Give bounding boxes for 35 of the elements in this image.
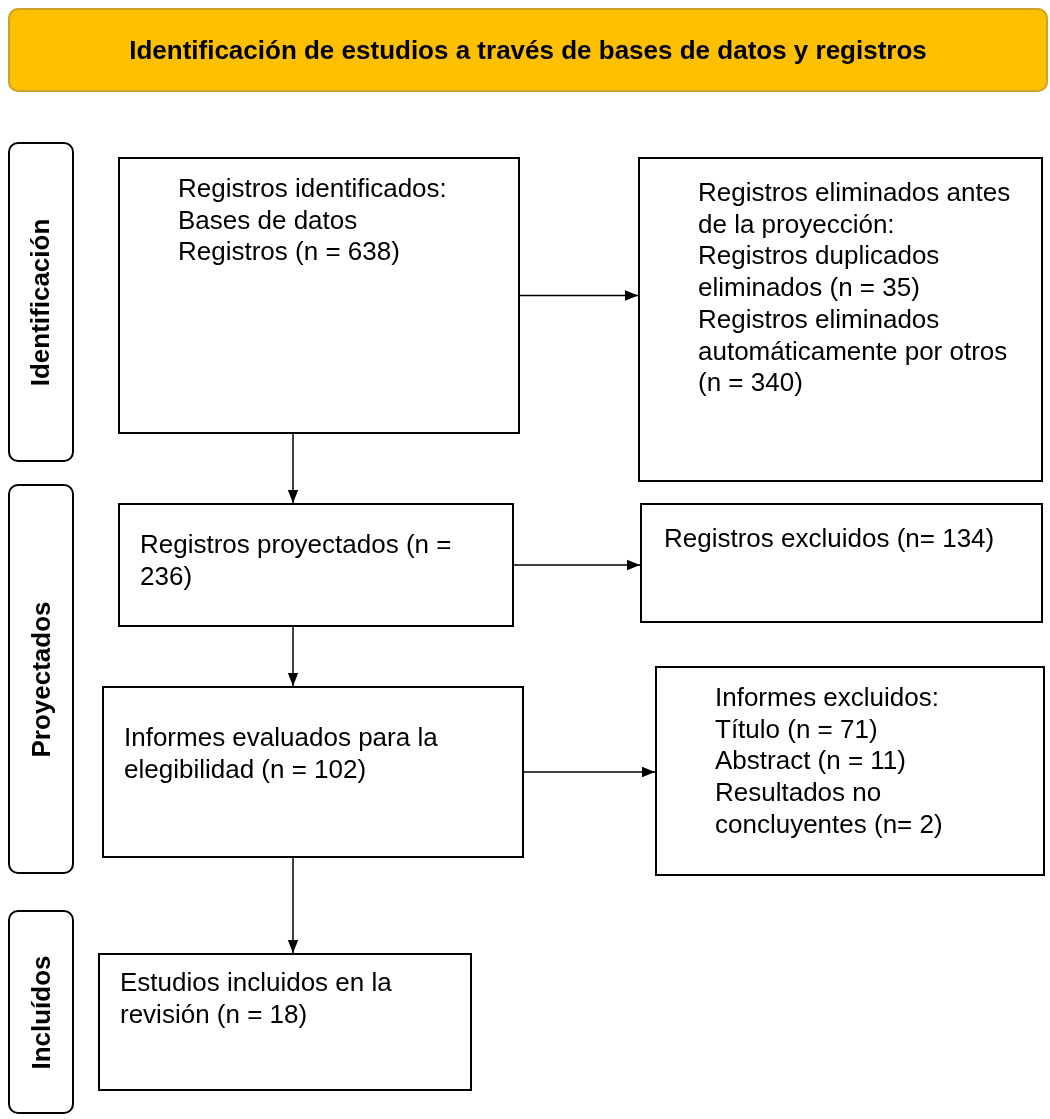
- box-text: Registros identificados:: [178, 173, 448, 205]
- box-text: Abstract (n = 11): [715, 745, 907, 778]
- box-text: Registros eliminados automáticamente por otros (n = 340): [698, 303, 1009, 400]
- stage-band: [8, 910, 74, 1114]
- box-text: Registros duplicados eliminados (n = 35): [698, 240, 941, 304]
- box-text: Estudios incluidos en la revisión (n = 18): [120, 967, 393, 1031]
- process-box: [640, 503, 1043, 623]
- box-text: Registros proyectados (n = 236): [140, 529, 453, 593]
- process-box: [98, 953, 472, 1091]
- box-text: Registros excluidos (n= 134): [664, 523, 996, 555]
- box-text: Registros (n = 638): [178, 236, 401, 269]
- box-text: Informes excluidos:: [715, 682, 940, 714]
- title-banner: [8, 8, 1048, 92]
- box-text: Resultados no concluyentes (n= 2): [715, 777, 944, 841]
- process-box: [655, 666, 1045, 876]
- arrow: [523, 766, 656, 778]
- stage-label: Identificación: [25, 218, 57, 386]
- process-box: [638, 157, 1043, 482]
- arrow: [513, 559, 641, 571]
- stage-label: Proyectados: [25, 600, 57, 758]
- box-text: Bases de datos: [178, 204, 359, 237]
- arrow: [287, 626, 299, 687]
- process-box: [118, 503, 514, 627]
- box-text: Informes evaluados para la elegibilidad (n = 102): [124, 722, 439, 786]
- box-text: Título (n = 71): [715, 713, 879, 746]
- process-box: [118, 157, 520, 434]
- box-text: Registros eliminados antes de la proyección:: [698, 177, 1012, 241]
- arrow: [519, 290, 639, 301]
- title-text: Identificación de estudios a través de bases de datos y registros: [129, 34, 927, 66]
- stage-label: Incluídos: [25, 954, 57, 1070]
- arrow: [287, 433, 299, 504]
- stage-band: [8, 142, 74, 462]
- process-box: [102, 686, 524, 858]
- arrow: [287, 857, 299, 954]
- stage-band: [8, 484, 74, 874]
